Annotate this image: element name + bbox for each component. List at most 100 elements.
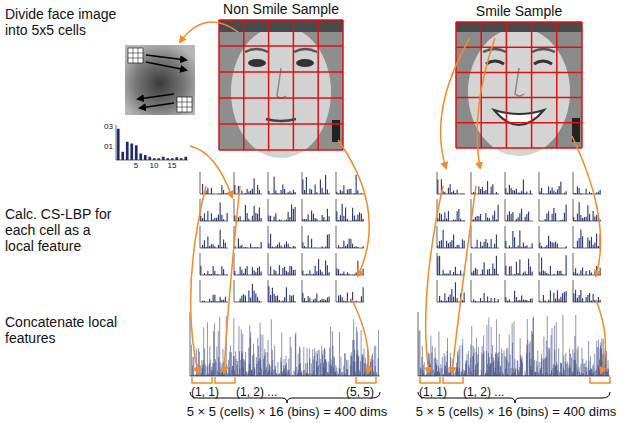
histogram-axis [200, 253, 228, 275]
histogram-bars [505, 230, 532, 248]
bracket [192, 377, 610, 383]
histogram-bars [471, 235, 497, 248]
histogram-bars [505, 180, 531, 194]
histogram-axis [539, 280, 567, 302]
histogram-axis [234, 253, 262, 275]
histogram-bars [268, 205, 295, 221]
face-panel: Non Smile Sample [216, 1, 346, 151]
histogram-bars [268, 234, 295, 248]
histogram-bars [117, 129, 187, 160]
histogram-bars [336, 175, 362, 194]
histogram-axis [116, 125, 188, 160]
histogram-axis [573, 226, 601, 248]
histogram-bars [268, 286, 295, 302]
histogram-bars [234, 266, 261, 275]
histogram-bars [200, 202, 227, 221]
axis-tick: 01 [104, 142, 113, 151]
histogram-bars [419, 315, 609, 376]
histogram-axis [302, 253, 330, 275]
histogram-axis [471, 199, 499, 221]
histogram-axis [573, 280, 601, 302]
dimension-label: 5 × 5 (cells) × 16 (bins) = 400 dims [187, 405, 388, 420]
zoomed-cell [125, 45, 195, 115]
histogram-bars [539, 255, 566, 275]
histogram-axis [539, 199, 567, 221]
histogram-bars [539, 290, 566, 302]
histogram-bars [200, 230, 226, 248]
histogram-bars [437, 209, 464, 221]
histogram-axis [268, 199, 296, 221]
histogram-axis [418, 312, 610, 376]
histogram-bars [302, 234, 329, 248]
histogram-axis [234, 226, 262, 248]
histogram-axis [190, 312, 380, 376]
histogram-bars [539, 182, 566, 194]
histogram-bars [505, 259, 532, 275]
histogram-bars [473, 293, 499, 302]
cell-index: (1, 1) [191, 386, 219, 400]
histogram-bars [234, 238, 261, 248]
histogram-axis [302, 226, 330, 248]
histogram-bars [302, 259, 329, 275]
histogram-axis [505, 253, 533, 275]
histogram-axis [505, 226, 533, 248]
face-photo [456, 22, 582, 156]
histogram-bars [573, 230, 600, 248]
histogram-bars [302, 209, 329, 221]
histogram-bars [505, 291, 532, 302]
histogram-axis [200, 280, 228, 302]
histogram-axis [336, 199, 364, 221]
cell-grid [219, 20, 343, 150]
histogram-axis [437, 199, 465, 221]
histogram-axis [336, 280, 364, 302]
histogram-bars [236, 284, 260, 302]
histogram-bars [191, 316, 379, 376]
step-label: Calc. CS-LBP for each cell as a local fe… [5, 206, 123, 254]
histogram-bars [437, 230, 464, 248]
histogram-axis [539, 253, 567, 275]
dimension-label: 5 × 5 (cells) × 16 (bins) = 400 dims [416, 405, 617, 420]
axis-tick: 5 [134, 161, 138, 170]
histogram-axis [471, 253, 499, 275]
histogram-axis [268, 280, 296, 302]
panel-title: Smile Sample [454, 3, 584, 19]
panel-title: Non Smile Sample [216, 1, 346, 17]
histogram-bars [471, 205, 498, 221]
axis-tick: 15 [168, 161, 177, 170]
histogram-axis [302, 280, 330, 302]
histogram-axis [505, 199, 533, 221]
cell-index: (1, 1) [419, 386, 447, 400]
histogram-bars [234, 178, 260, 194]
cell-index: (1, 2) ... [236, 386, 277, 400]
cell-grid [456, 22, 582, 148]
histogram-bars [338, 238, 364, 248]
histogram-axis [437, 172, 465, 194]
histogram-bars [545, 205, 567, 221]
histogram-bars [302, 175, 329, 194]
histogram-axis [302, 172, 330, 194]
histogram-axis [268, 253, 296, 275]
histogram-axis [268, 172, 296, 194]
histogram-axis [200, 226, 228, 248]
face-panel: Smile Sample [454, 3, 584, 149]
histogram-bars [505, 209, 529, 221]
histogram-bars [437, 256, 464, 275]
face-photo [219, 20, 343, 158]
histogram-axis [302, 199, 330, 221]
histogram-bars [270, 265, 296, 275]
histogram-bars [202, 295, 226, 302]
histogram-axis [336, 226, 364, 248]
histogram-axis [234, 172, 262, 194]
histogram-axis [437, 253, 465, 275]
histogram-axis [471, 226, 499, 248]
histogram-axis [505, 280, 533, 302]
leader-arrow [180, 22, 605, 373]
axis-tick: 10 [150, 161, 159, 170]
histogram-axis [200, 199, 228, 221]
histogram-axis [573, 172, 601, 194]
histogram-axis [437, 226, 465, 248]
histogram-bars [573, 187, 600, 195]
histogram-bars [302, 293, 329, 302]
histogram-axis [471, 280, 499, 302]
histogram-bars [200, 266, 227, 275]
